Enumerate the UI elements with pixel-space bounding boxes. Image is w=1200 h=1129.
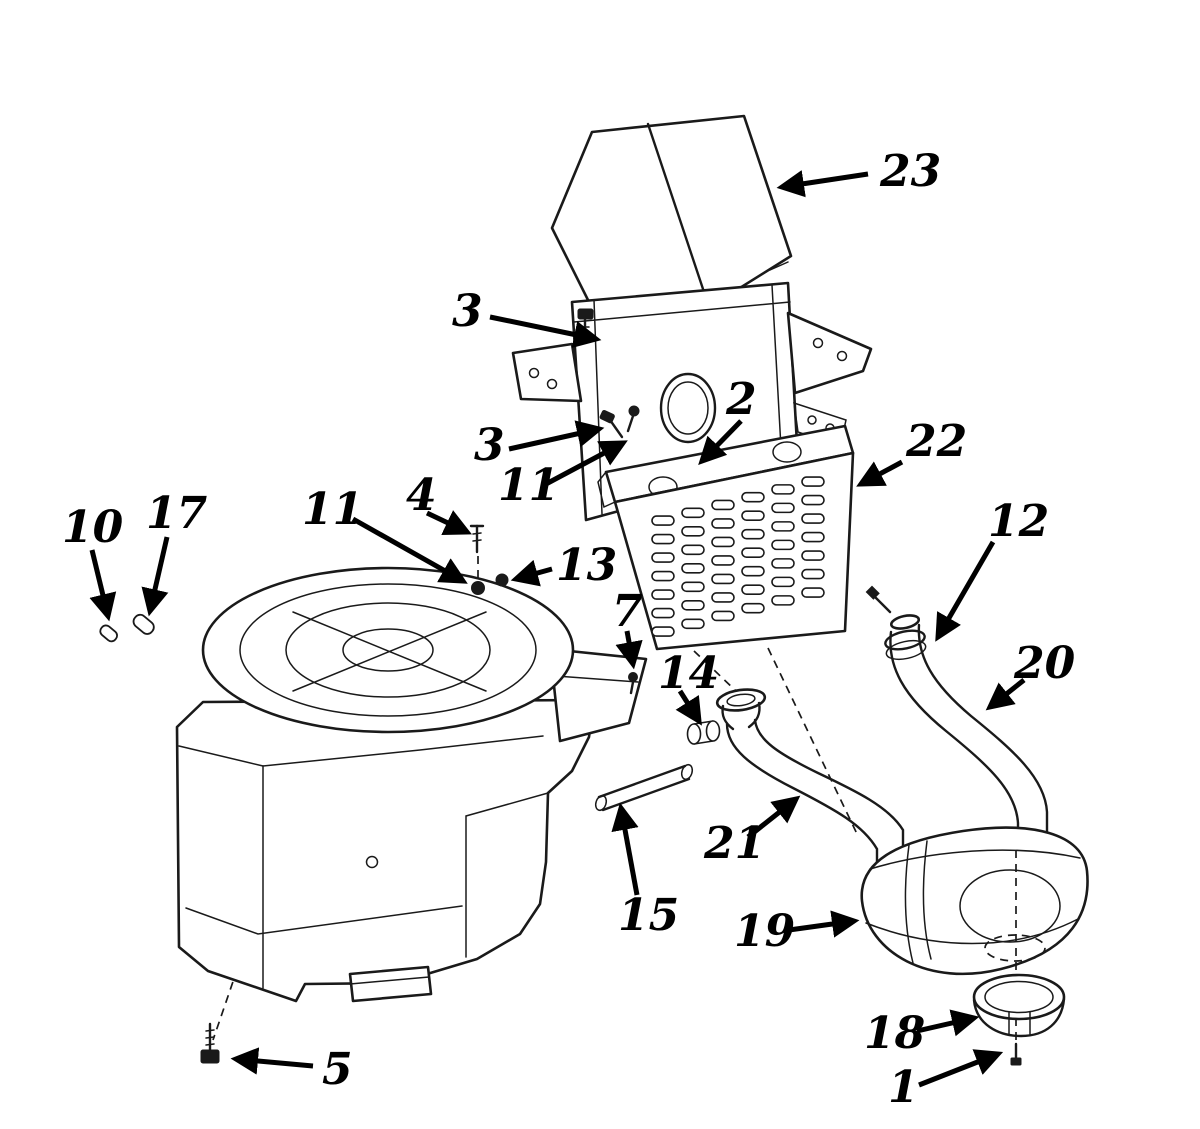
part-label-15: 15 — [618, 890, 679, 941]
engine-assembly — [175, 566, 648, 1003]
engine-mount-bracket — [348, 965, 433, 1003]
part-label-13: 13 — [556, 540, 617, 591]
screw-part-4 — [469, 524, 485, 554]
part-label-1: 1 — [888, 1062, 919, 1113]
nut-part-11 — [471, 581, 485, 595]
pipe-clamp — [884, 629, 926, 651]
part-label-22: 22 — [905, 416, 967, 467]
exhaust-pipe-part-20 — [865, 585, 1049, 847]
part-label-2: 2 — [725, 374, 757, 425]
part-label-4: 4 — [406, 470, 437, 521]
part-label-21: 21 — [703, 818, 765, 869]
part-label-3-lower: 3 — [474, 420, 505, 471]
muffler-body — [860, 826, 1089, 976]
pipe-flange — [715, 688, 767, 712]
part-label-14: 14 — [658, 648, 719, 699]
part-label-5: 5 — [322, 1044, 353, 1095]
part-label-12: 12 — [988, 496, 1049, 547]
screen-cross-lines — [292, 611, 487, 692]
part-label-18: 18 — [864, 1008, 925, 1059]
grille-panel-part-22 — [597, 424, 855, 651]
part-label-10: 10 — [62, 502, 124, 553]
bracket-right-wing — [786, 311, 873, 395]
pipe-tip — [889, 614, 921, 630]
engine-body — [175, 698, 596, 1003]
spacer-part-14 — [686, 720, 721, 745]
blower-housing — [201, 566, 575, 734]
bushing-part-10 — [99, 624, 118, 643]
bolt-part-1 — [1010, 1042, 1022, 1066]
part-label-11-left: 11 — [302, 484, 363, 535]
part-label-19: 19 — [734, 906, 795, 957]
part-label-11-center: 11 — [498, 460, 559, 511]
bushing-part-17 — [132, 613, 155, 635]
bolt-part-5 — [200, 1022, 220, 1064]
part-label-7: 7 — [612, 586, 643, 637]
screw-part-7 — [628, 672, 638, 695]
part-label-17: 17 — [146, 488, 208, 539]
bolt-part-3-lower — [599, 405, 640, 439]
part-label-23: 23 — [879, 146, 941, 197]
grille-vent-slots — [651, 476, 825, 637]
engine-intake-wedge — [548, 647, 648, 743]
bracket-port-hole — [659, 372, 717, 444]
clamp-screw-part-12 — [865, 585, 892, 614]
exhaust-deflector-part-18 — [972, 973, 1066, 1038]
muffler-part-19 — [860, 826, 1089, 976]
callout-labels: 23 3 3 11 2 22 10 17 11 4 13 7 14 12 20 … — [62, 146, 1076, 1113]
part-label-3-upper: 3 — [452, 286, 483, 337]
washer-part-13 — [495, 573, 509, 587]
exhaust-pipe-part-21 — [715, 688, 905, 874]
callout-arrows — [89, 170, 1026, 1088]
part-label-20: 20 — [1013, 638, 1076, 689]
connector-tube-part-15 — [594, 763, 694, 812]
bracket-left-wing — [511, 342, 583, 403]
